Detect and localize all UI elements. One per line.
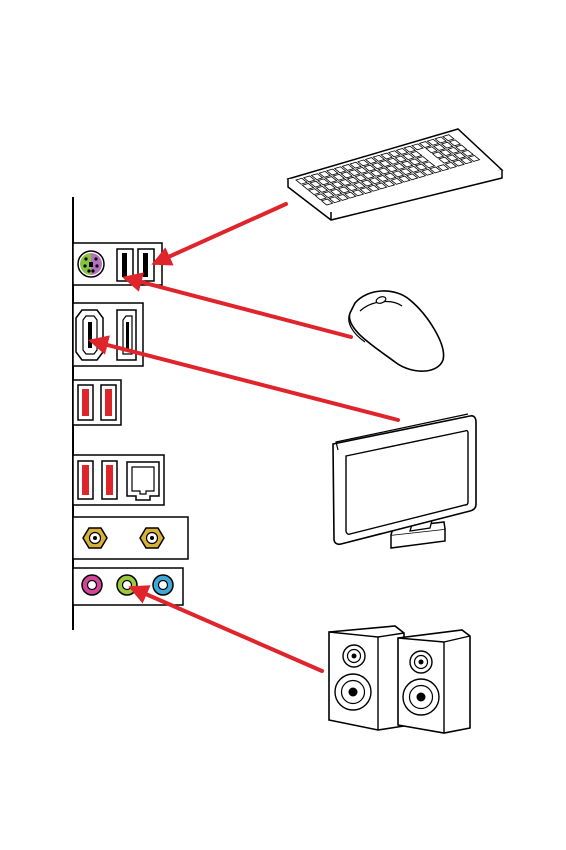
port-group-usb bbox=[73, 380, 121, 425]
monitor-icon bbox=[333, 414, 476, 548]
port-group-video bbox=[73, 303, 143, 366]
port-group-wifi-antenna bbox=[73, 517, 188, 559]
io-panel bbox=[73, 197, 188, 630]
antenna-connector[interactable] bbox=[140, 528, 164, 548]
speakers-arrow bbox=[132, 588, 322, 671]
audio-jack-green[interactable] bbox=[117, 575, 137, 595]
lan-port[interactable] bbox=[127, 462, 159, 500]
usb-port[interactable] bbox=[117, 249, 133, 281]
speakers-icon bbox=[329, 626, 470, 733]
usb-port[interactable] bbox=[138, 249, 154, 281]
monitor-arrow bbox=[92, 341, 398, 420]
hdmi-port[interactable] bbox=[76, 310, 103, 360]
audio-jack-pink[interactable] bbox=[82, 575, 102, 595]
port-group-audio bbox=[73, 568, 183, 605]
port-group-ps2-usb bbox=[73, 243, 162, 285]
antenna-connector[interactable] bbox=[83, 528, 107, 548]
keyboard-icon bbox=[288, 129, 502, 220]
usb-port[interactable] bbox=[102, 461, 117, 499]
usb-port[interactable] bbox=[78, 385, 93, 420]
ps2-combo-port[interactable] bbox=[78, 251, 104, 277]
mouse-arrow bbox=[126, 278, 351, 337]
usb-port[interactable] bbox=[78, 461, 93, 499]
audio-jack-blue[interactable] bbox=[153, 575, 173, 595]
mouse-icon bbox=[349, 291, 444, 371]
port-group-usb-lan bbox=[73, 455, 164, 505]
usb-port[interactable] bbox=[101, 385, 116, 420]
keyboard-arrow bbox=[155, 204, 286, 263]
